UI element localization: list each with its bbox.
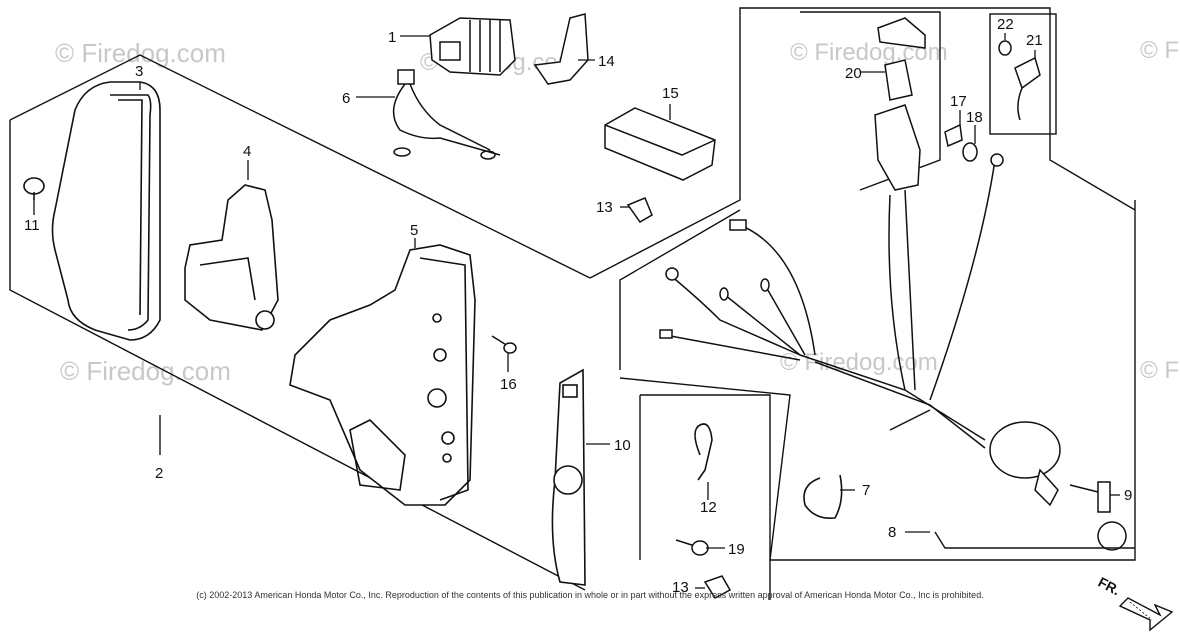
ignition-switch: [989, 421, 1061, 507]
copyright-notice: (c) 2002-2013 American Honda Motor Co., …: [196, 590, 984, 600]
part-10-gasket-sheet: [551, 368, 586, 586]
part-17-nut: [944, 123, 963, 148]
leader-part-8: [934, 531, 1135, 549]
part-8-harness: [659, 153, 1004, 449]
callout-5: 5: [410, 222, 418, 239]
callout-17: 17: [950, 93, 967, 110]
callout-21: 21: [1026, 32, 1043, 49]
part-13-clamp-upper: [626, 197, 653, 223]
part-fuse-cover: [877, 17, 926, 49]
part-14-clip: [533, 13, 589, 85]
watermark-edge-mid: © F: [1140, 357, 1179, 384]
watermark-edge-top: © F: [1140, 37, 1179, 64]
callout-numbers: 1 2 3 4 5 6 7 8 9 10 11 12 13 13 14 15 1…: [24, 16, 1132, 596]
part-7-band: [803, 474, 843, 520]
part-9-key: [1069, 481, 1127, 551]
watermark-top-left: © Firedog.com: [55, 38, 226, 68]
part-22-nut: [998, 40, 1012, 56]
callout-16: 16: [500, 376, 517, 393]
part-21-terminal: [1014, 56, 1041, 90]
callout-3: 3: [135, 63, 143, 80]
callout-18: 18: [966, 109, 983, 126]
callout-9: 9: [1124, 487, 1132, 504]
part-5-control-panel: [289, 244, 476, 506]
callout-4: 4: [243, 143, 251, 160]
callout-14: 14: [598, 53, 615, 70]
callout-12: 12: [700, 499, 717, 516]
callout-10: 10: [614, 437, 631, 454]
callout-2: 2: [155, 465, 163, 482]
part-12-clip: [694, 423, 713, 481]
part-3-cover: [23, 81, 161, 341]
callout-leaders: [33, 33, 1120, 589]
outline-terminal-box: [989, 13, 1057, 135]
part-18-washer: [962, 142, 978, 162]
callout-1: 1: [388, 29, 396, 46]
fuse-parts: [874, 17, 1041, 191]
outline-harness-right: [619, 200, 1136, 561]
part-20-fuse: [884, 59, 913, 101]
callout-19: 19: [728, 541, 745, 558]
callout-11: 11: [24, 217, 40, 234]
part-19-bolt: [675, 539, 709, 556]
outline-harness-left: [619, 209, 741, 370]
callout-6: 6: [342, 90, 350, 107]
front-direction-arrow: [1118, 597, 1174, 632]
watermark-group: © Firedog.com © Firedog.com © Firedog.co…: [55, 37, 1179, 386]
part-4-bracket: [184, 184, 279, 331]
part-6-wire: [392, 69, 501, 160]
part-16-screw: [491, 335, 517, 354]
callout-20: 20: [845, 65, 862, 82]
part-1-regulator: [429, 17, 516, 76]
part-15-pad: [604, 107, 716, 181]
callout-7: 7: [862, 482, 870, 499]
callout-8: 8: [888, 524, 896, 541]
callout-22: 22: [997, 16, 1014, 33]
outline-clamp-box: [640, 394, 771, 600]
part-13-clamp-lower: [703, 575, 732, 599]
callout-13-upper: 13: [596, 199, 613, 216]
part-fuse-holder: [874, 104, 921, 191]
outline-harness-top: [589, 7, 1136, 279]
outline-assembly-2-top: [9, 54, 591, 279]
watermark-center: © Firedog.com: [780, 349, 938, 376]
callout-15: 15: [662, 85, 679, 102]
callout-13-lower: 13: [672, 579, 689, 596]
